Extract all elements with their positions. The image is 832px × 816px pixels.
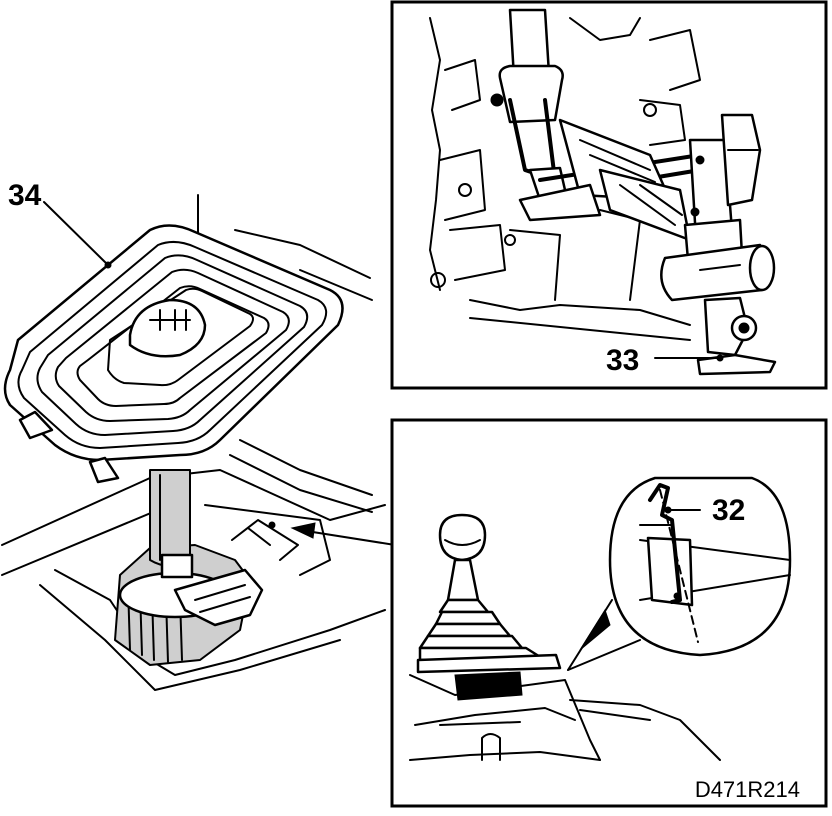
callout-32: 32 — [712, 494, 745, 527]
pin-detail-circle — [608, 476, 792, 657]
drawing-code: D471R214 — [695, 777, 800, 802]
inset-lever-detail: 32 D471R214 — [390, 418, 828, 808]
clamp-bracket — [654, 296, 777, 376]
pointer-arrow — [290, 522, 396, 546]
zoom-lines — [567, 599, 641, 671]
callout-33: 33 — [606, 344, 639, 377]
console-housing — [1, 194, 386, 691]
gear-lever-boot — [3, 201, 344, 484]
shifter-base — [114, 519, 299, 666]
callout-34: 34 — [8, 179, 42, 212]
inset-linkage: 33 — [390, 0, 828, 390]
right-shaft — [660, 113, 776, 302]
linkage-arms — [518, 118, 702, 242]
lever-shaft — [149, 469, 194, 579]
main-illustration: 34 — [1, 179, 396, 691]
gearbox-background — [429, 17, 701, 341]
small-gear-lever — [416, 513, 562, 701]
selector-shaft — [490, 8, 564, 182]
lever-console — [409, 674, 721, 761]
